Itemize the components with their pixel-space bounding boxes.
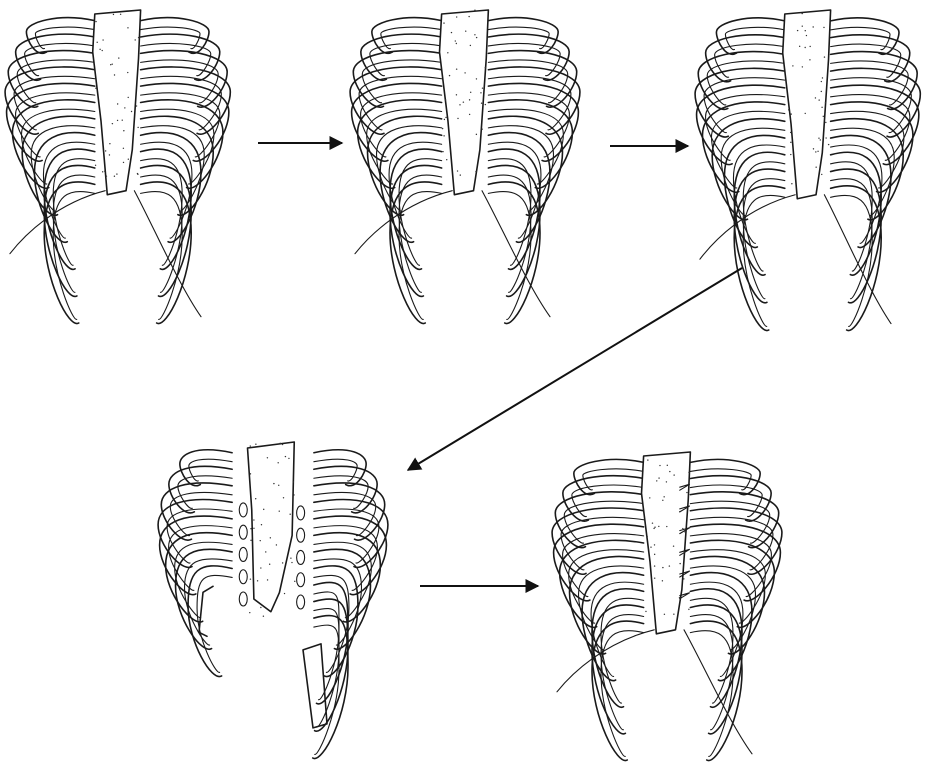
rib-cage-stage-3 (695, 10, 920, 330)
panels-layer (5, 10, 920, 761)
rib-cage-stage-5 (552, 452, 782, 761)
arrow-stage-3-to-stage-4 (408, 268, 742, 470)
rib-cage-stage-2 (350, 10, 580, 324)
rib-cage-stage-1 (5, 10, 230, 323)
rib-cage-stage-4 (158, 442, 388, 758)
